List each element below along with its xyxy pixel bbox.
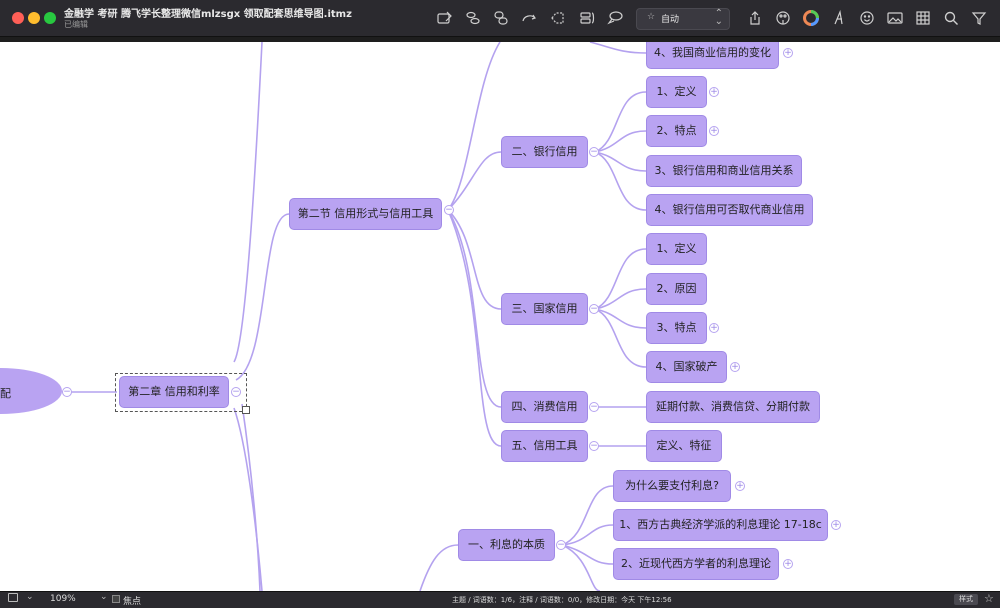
expand-toggle[interactable]: + <box>735 481 745 491</box>
bank-collapse-toggle[interactable]: − <box>589 147 599 157</box>
topic-state-definition[interactable]: 1、定义 <box>646 233 707 265</box>
topic-bank-replace[interactable]: 4、银行信用可否取代商业信用 <box>646 194 813 226</box>
search-icon[interactable] <box>942 9 960 27</box>
chapter-collapse-toggle[interactable]: − <box>231 387 241 397</box>
document-info: 主题 / 词语数：1/6，注释 / 词语数：0/0，修改日期：今天 下午12:5… <box>452 596 672 604</box>
image-icon[interactable] <box>886 9 904 27</box>
boundary-icon[interactable] <box>548 9 566 27</box>
expand-toggle[interactable]: + <box>783 559 793 569</box>
expand-toggle[interactable]: + <box>730 362 740 372</box>
sidebar-toggle-icon[interactable] <box>8 593 18 602</box>
consumer-collapse-toggle[interactable]: − <box>589 402 599 412</box>
topic-section2[interactable]: 第二节 信用形式与信用工具 <box>289 198 442 230</box>
minimize-window-button[interactable] <box>28 12 40 24</box>
close-window-button[interactable] <box>12 12 24 24</box>
topic-consumer-forms[interactable]: 延期付款、消费信贷、分期付款 <box>646 391 820 423</box>
connection-lines <box>62 42 647 591</box>
undo-redo-icon[interactable] <box>520 9 538 27</box>
zoom-level[interactable]: 109% <box>50 594 76 604</box>
topic-bank-definition[interactable]: 1、定义 <box>646 76 707 108</box>
topic-credit-tools[interactable]: 五、信用工具 <box>501 430 588 462</box>
root-collapse-toggle[interactable]: − <box>62 387 72 397</box>
favorite-star-icon[interactable]: ☆ <box>984 592 994 605</box>
expand-toggle[interactable]: + <box>783 48 793 58</box>
topic-consumer-credit[interactable]: 四、消费信用 <box>501 391 588 423</box>
layout-star-icon: ☆ <box>647 12 656 22</box>
font-icon[interactable] <box>830 9 848 27</box>
topic-state-features[interactable]: 3、特点 <box>646 312 707 344</box>
topic-tools-definition[interactable]: 定义、特征 <box>646 430 722 462</box>
mindmap-canvas[interactable]: 配 − 第二章 信用和利率 − 第二节 信用形式与信用工具 − 4、我国商业信用… <box>0 42 1000 591</box>
section2-collapse-toggle[interactable]: − <box>444 205 454 215</box>
filter-icon[interactable] <box>970 9 988 27</box>
expand-toggle[interactable]: + <box>709 323 719 333</box>
topic-state-reason[interactable]: 2、原因 <box>646 273 707 305</box>
chevron-down-icon[interactable]: ⌄ <box>26 592 34 602</box>
emoji-icon[interactable] <box>858 9 876 27</box>
status-bar: ⌄ 109% ⌄ 焦点 主题 / 词语数：1/6，注释 / 词语数：0/0，修改… <box>0 591 1000 608</box>
state-collapse-toggle[interactable]: − <box>589 304 599 314</box>
topic-bank-relation[interactable]: 3、银行信用和商业信用关系 <box>646 155 802 187</box>
topic-bank-features[interactable]: 2、特点 <box>646 115 707 147</box>
theme-icon[interactable] <box>774 9 792 27</box>
zoom-menu-chevron-icon[interactable]: ⌄ <box>100 592 108 602</box>
relation-icon[interactable] <box>492 9 510 27</box>
summary-icon[interactable] <box>578 9 596 27</box>
document-title: 金融学 考研 腾飞学长整理微信mlzsgx 领取配套思维导图.itmz <box>64 9 352 20</box>
focus-checkbox[interactable] <box>112 595 120 603</box>
focus-label: 焦点 <box>123 597 142 607</box>
topic-modern-theory[interactable]: 2、近现代西方学者的利息理论 <box>613 548 779 580</box>
chevron-updown-icon: ⌃⌄ <box>714 8 723 27</box>
new-topic-icon[interactable] <box>436 9 454 27</box>
interest-collapse-toggle[interactable]: − <box>556 540 566 550</box>
title-bar: 金融学 考研 腾飞学长整理微信mlzsgx 领取配套思维导图.itmz 已编辑 … <box>0 0 1000 37</box>
document-status: 已编辑 <box>64 20 88 29</box>
selection-outline <box>115 373 247 412</box>
subtopic-icon[interactable] <box>464 9 482 27</box>
selection-resize-handle[interactable] <box>242 406 250 414</box>
share-icon[interactable] <box>746 9 764 27</box>
expand-toggle[interactable]: + <box>831 520 841 530</box>
topic-why-interest[interactable]: 为什么要支付利息? <box>613 470 731 502</box>
style-button[interactable]: 样式 <box>954 594 978 605</box>
layout-select-value: 自动 <box>661 15 680 25</box>
expand-toggle[interactable]: + <box>709 87 719 97</box>
topic-interest-essence[interactable]: 一、利息的本质 <box>458 529 555 561</box>
expand-toggle[interactable]: + <box>709 126 719 136</box>
topic-commercial-change[interactable]: 4、我国商业信用的变化 <box>646 42 779 69</box>
topic-state-credit[interactable]: 三、国家信用 <box>501 293 588 325</box>
layout-select[interactable]: ☆ 自动 ⌃⌄ <box>636 8 730 30</box>
color-icon[interactable] <box>802 9 820 27</box>
zoom-window-button[interactable] <box>44 12 56 24</box>
table-icon[interactable] <box>914 9 932 27</box>
topic-bank-credit[interactable]: 二、银行信用 <box>501 136 588 168</box>
topic-state-bankruptcy[interactable]: 4、国家破产 <box>646 351 727 383</box>
topic-chapter[interactable]: 第二章 信用和利率 <box>119 376 229 408</box>
topic-classical-theory[interactable]: 1、西方古典经济学派的利息理论 17-18c <box>613 509 828 541</box>
root-topic-label: 配 <box>0 387 11 400</box>
tools-collapse-toggle[interactable]: − <box>589 441 599 451</box>
callout-icon[interactable] <box>606 9 624 27</box>
